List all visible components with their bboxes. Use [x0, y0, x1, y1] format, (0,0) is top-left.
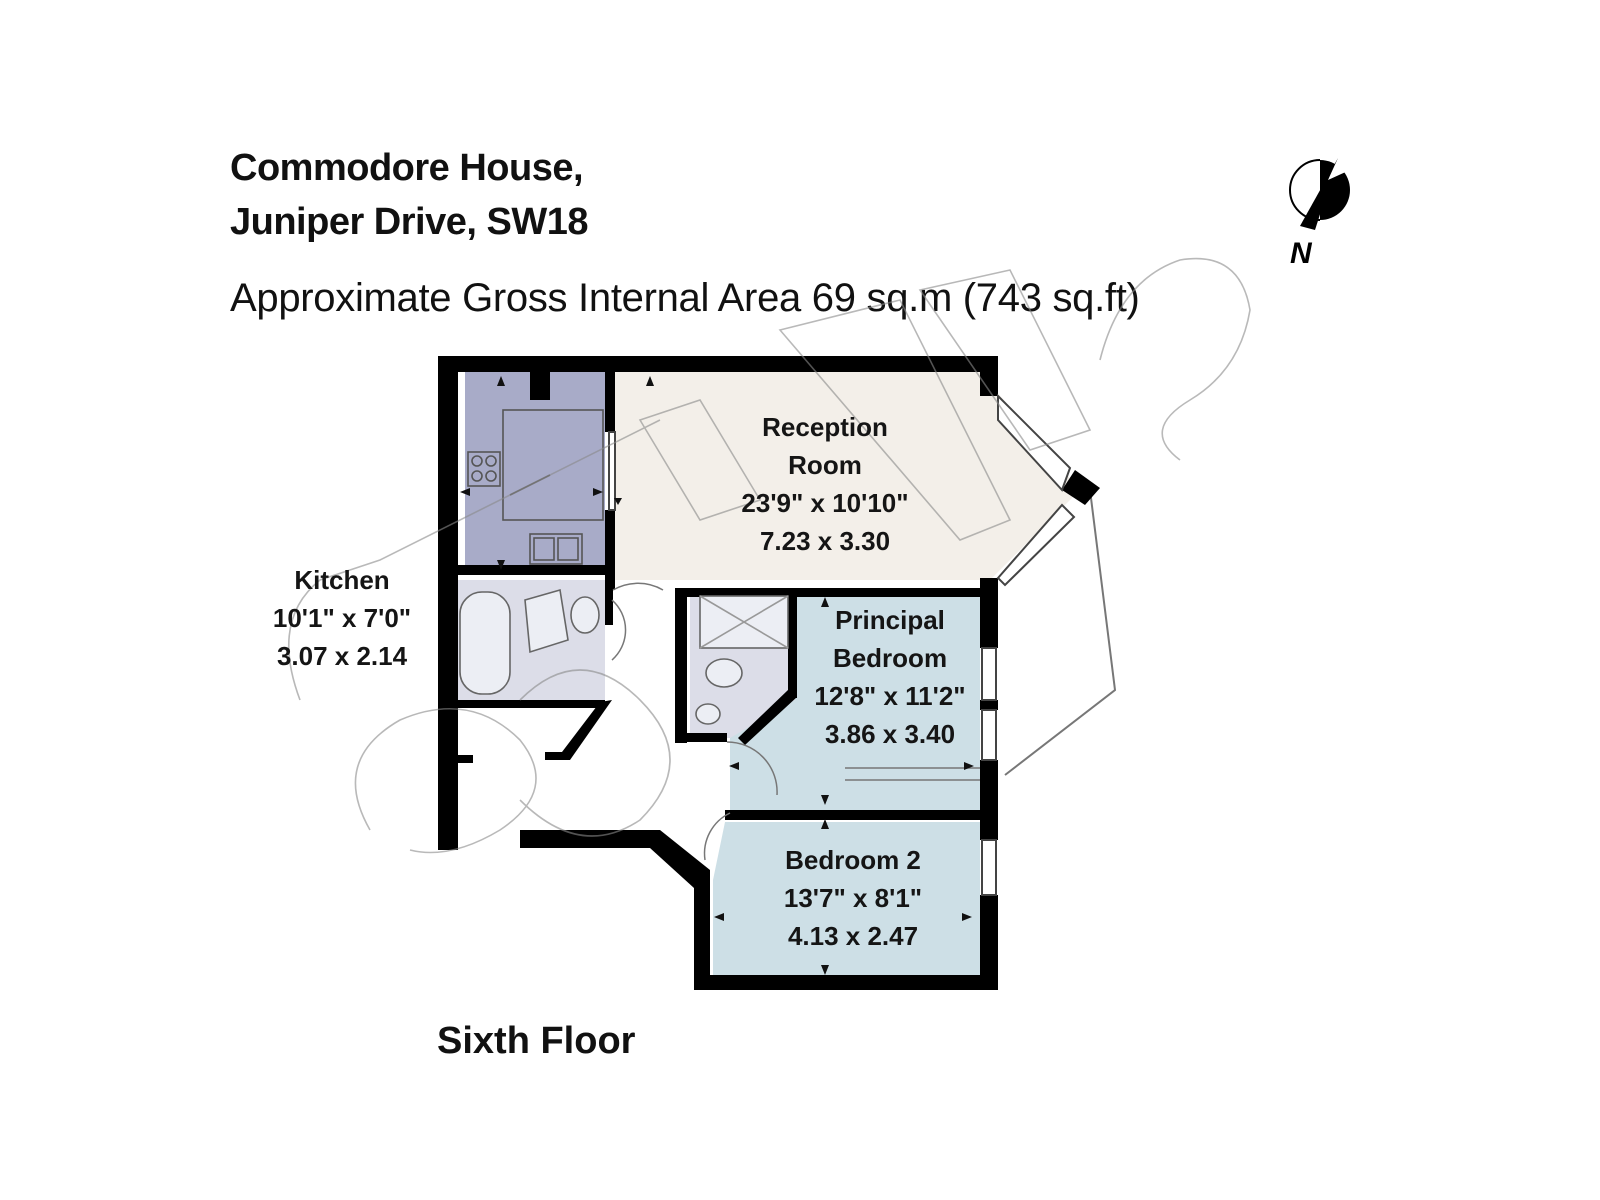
floor-label: Sixth Floor: [437, 1020, 636, 1062]
reception-imperial: 23'9" x 10'10": [741, 488, 908, 518]
property-address: Juniper Drive, SW18: [230, 201, 588, 243]
reception-name-2: Room: [788, 450, 862, 480]
reception-metric: 7.23 x 3.30: [760, 526, 890, 556]
windows: [608, 393, 1076, 896]
bedroom2-metric: 4.13 x 2.47: [788, 921, 918, 951]
reception-area: [613, 372, 1080, 580]
kitchen-area: [465, 372, 605, 572]
bedroom-2-label: Bedroom 2 13'7" x 8'1" 4.13 x 2.47: [784, 845, 922, 951]
principal-imperial: 12'8" x 11'2": [814, 681, 965, 711]
principal-bedroom-label: Principal Bedroom 12'8" x 11'2" 3.86 x 3…: [814, 605, 965, 749]
dimension-arrows: [460, 376, 974, 975]
kitchen-imperial: 10'1" x 7'0": [273, 603, 411, 633]
bedroom2-imperial: 13'7" x 8'1": [784, 883, 922, 913]
bedroom-2-area: [713, 822, 980, 975]
kitchen-metric: 3.07 x 2.14: [277, 641, 408, 671]
walls: [438, 356, 1100, 990]
reception-name-1: Reception: [762, 412, 888, 442]
north-compass-icon: N: [1289, 158, 1350, 270]
bedroom2-name: Bedroom 2: [785, 845, 921, 875]
principal-bedroom-area: [730, 594, 980, 810]
watermark: [288, 257, 1251, 854]
balcony-outline: [1004, 489, 1117, 776]
north-label: N: [1290, 237, 1313, 270]
kitchen-name: Kitchen: [294, 565, 389, 595]
property-name: Commodore House,: [230, 147, 584, 189]
door-swings: [611, 582, 980, 861]
principal-name-2: Bedroom: [833, 643, 947, 673]
bathroom-fittings: [459, 588, 789, 725]
gross-area-text: Approximate Gross Internal Area 69 sq.m …: [230, 276, 1140, 320]
reception-room-label: Reception Room 23'9" x 10'10" 7.23 x 3.3…: [741, 412, 908, 556]
kitchen-label: Kitchen 10'1" x 7'0" 3.07 x 2.14: [273, 565, 411, 671]
principal-name-1: Principal: [835, 605, 945, 635]
principal-metric: 3.86 x 3.40: [825, 719, 955, 749]
